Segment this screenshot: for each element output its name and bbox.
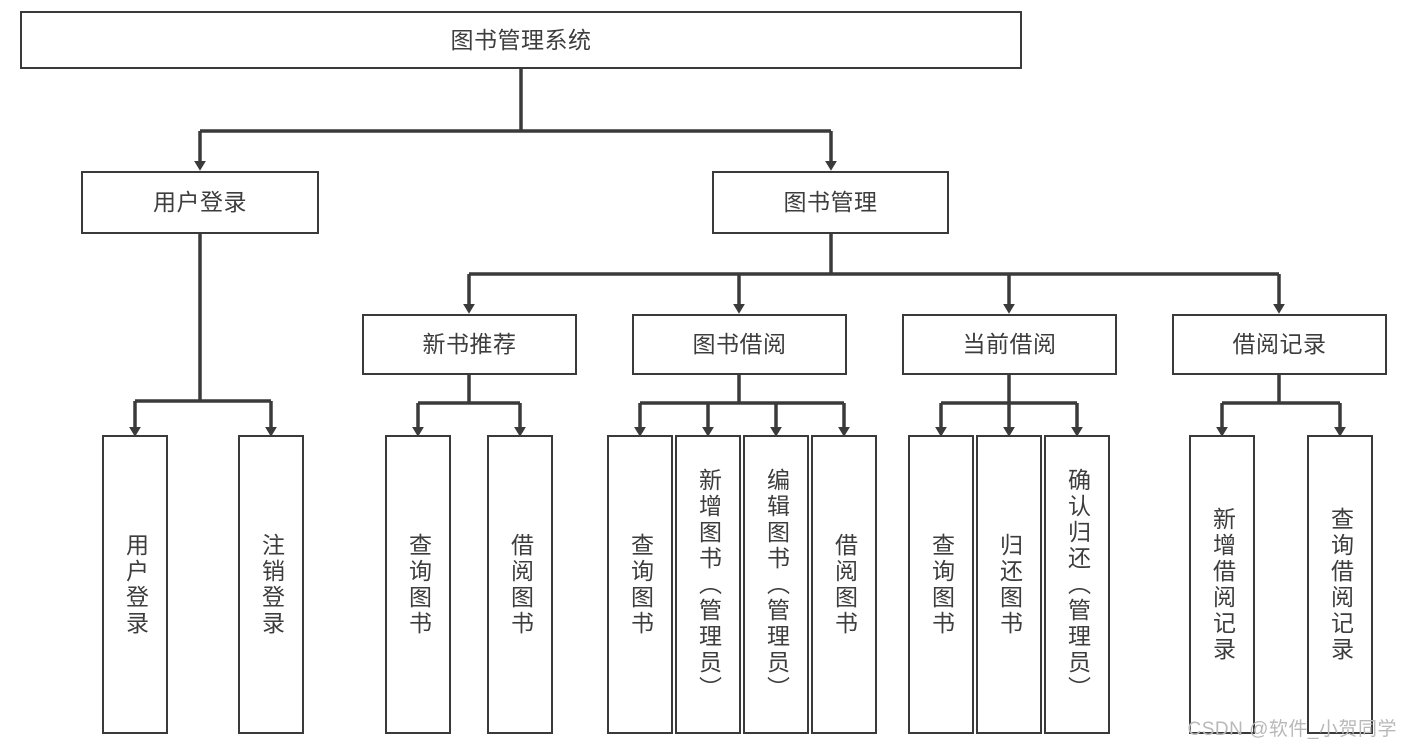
node-label: 查询图书: [928, 532, 955, 637]
node-label: 新增图书（管理员）: [695, 467, 722, 702]
leaf-book-borrow-lend[interactable]: 借阅图书: [811, 435, 877, 734]
node-label: 用户登录: [153, 189, 247, 216]
leaf-book-borrow-edit[interactable]: 编辑图书（管理员）: [743, 435, 809, 734]
node-label: 当前借阅: [962, 331, 1057, 358]
node-label: 图书管理: [783, 189, 878, 216]
node-label: 图书借阅: [692, 331, 787, 358]
leaf-current-borrow-confirm-return[interactable]: 确认归还（管理员）: [1044, 435, 1110, 734]
node-book-management[interactable]: 图书管理: [712, 171, 949, 234]
node-root-system[interactable]: 图书管理系统: [20, 11, 1022, 69]
leaf-user-login-signin[interactable]: 用户登录: [102, 435, 168, 734]
node-label: 图书管理系统: [450, 26, 592, 53]
leaf-book-borrow-query[interactable]: 查询图书: [607, 435, 673, 734]
node-label: 用户登录: [122, 532, 149, 637]
leaf-borrow-record-add[interactable]: 新增借阅记录: [1189, 435, 1255, 734]
node-current-borrow[interactable]: 当前借阅: [902, 314, 1117, 375]
node-label: 归还图书: [996, 532, 1023, 637]
node-label: 借阅图书: [831, 532, 858, 637]
node-new-book-recommend[interactable]: 新书推荐: [362, 314, 577, 375]
leaf-new-book-query[interactable]: 查询图书: [385, 435, 451, 734]
node-borrow-record[interactable]: 借阅记录: [1172, 314, 1387, 375]
leaf-user-login-signout[interactable]: 注销登录: [238, 435, 304, 734]
node-book-borrow[interactable]: 图书借阅: [632, 314, 847, 375]
node-label: 注销登录: [258, 532, 285, 637]
node-label: 确认归还（管理员）: [1064, 467, 1091, 702]
leaf-current-borrow-query[interactable]: 查询图书: [908, 435, 974, 734]
node-label: 新增借阅记录: [1209, 506, 1236, 663]
node-label: 查询图书: [627, 532, 654, 637]
node-label: 借阅图书: [507, 532, 534, 637]
leaf-borrow-record-query[interactable]: 查询借阅记录: [1307, 435, 1373, 734]
node-label: 新书推荐: [422, 331, 517, 358]
node-label: 借阅记录: [1232, 331, 1327, 358]
leaf-current-borrow-return[interactable]: 归还图书: [976, 435, 1042, 734]
node-label: 编辑图书（管理员）: [763, 467, 790, 702]
leaf-new-book-borrow[interactable]: 借阅图书: [487, 435, 553, 734]
node-label: 查询借阅记录: [1327, 506, 1354, 663]
watermark-text: CSDN @软件_小贺同学: [1187, 719, 1397, 740]
node-user-login[interactable]: 用户登录: [81, 171, 319, 234]
node-label: 查询图书: [405, 532, 432, 637]
leaf-book-borrow-add[interactable]: 新增图书（管理员）: [675, 435, 741, 734]
